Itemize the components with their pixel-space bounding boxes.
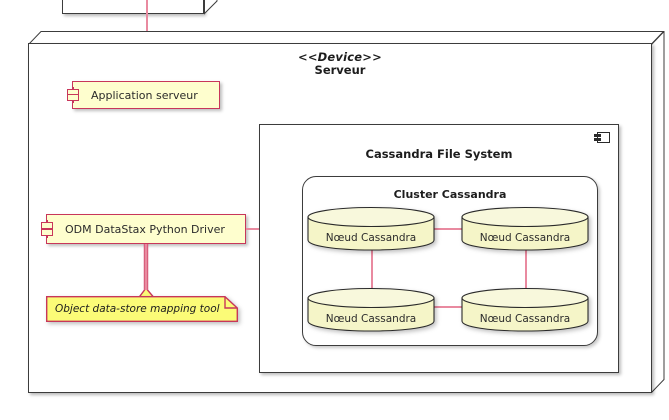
db-node-label: Nœud Cassandra	[325, 313, 417, 325]
driver-icon-tab-bottom	[41, 229, 53, 236]
cassandra-file-system-title: Cassandra File System	[365, 147, 513, 161]
db-node-label: Nœud Cassandra	[479, 313, 571, 325]
db-node-cassandra-4[interactable]: Nœud Cassandra	[461, 287, 589, 332]
db-node-label: Nœud Cassandra	[325, 232, 417, 244]
note-text: Object data-store mapping tool	[55, 303, 220, 315]
link-node1-node3	[371, 250, 373, 297]
db-node-cassandra-1[interactable]: Nœud Cassandra	[307, 206, 435, 251]
top-node-partial	[62, 0, 228, 16]
component-icon-body	[597, 132, 610, 143]
top-node-body	[62, 0, 204, 14]
component-application-serveur[interactable]: Application serveur	[67, 81, 220, 109]
component-icon	[594, 132, 610, 143]
component-application-label: Application serveur	[91, 88, 198, 102]
link-node2-node4	[525, 250, 527, 297]
driver-icon-tab-top	[41, 222, 53, 229]
component-icon-tab-bottom	[67, 94, 79, 101]
component-odm-driver[interactable]: ODM DataStax Python Driver	[41, 214, 246, 244]
link-node3-node4	[434, 306, 470, 308]
top-node-3d-side	[204, 0, 218, 15]
cluster-cassandra-title: Cluster Cassandra	[393, 188, 507, 201]
component-driver-label: ODM DataStax Python Driver	[65, 222, 225, 236]
note-anchor	[136, 244, 158, 300]
db-node-label: Nœud Cassandra	[479, 232, 571, 244]
component-icon-pin-bottom	[594, 138, 601, 141]
device-node-side-face	[651, 31, 665, 393]
db-node-cassandra-2[interactable]: Nœud Cassandra	[461, 206, 589, 251]
db-node-cassandra-3[interactable]: Nœud Cassandra	[307, 287, 435, 332]
note-object-data-store-mapping-tool[interactable]: Object data-store mapping tool	[46, 296, 238, 322]
component-icon-pin-top	[594, 133, 601, 137]
link-node1-node2	[434, 228, 470, 230]
